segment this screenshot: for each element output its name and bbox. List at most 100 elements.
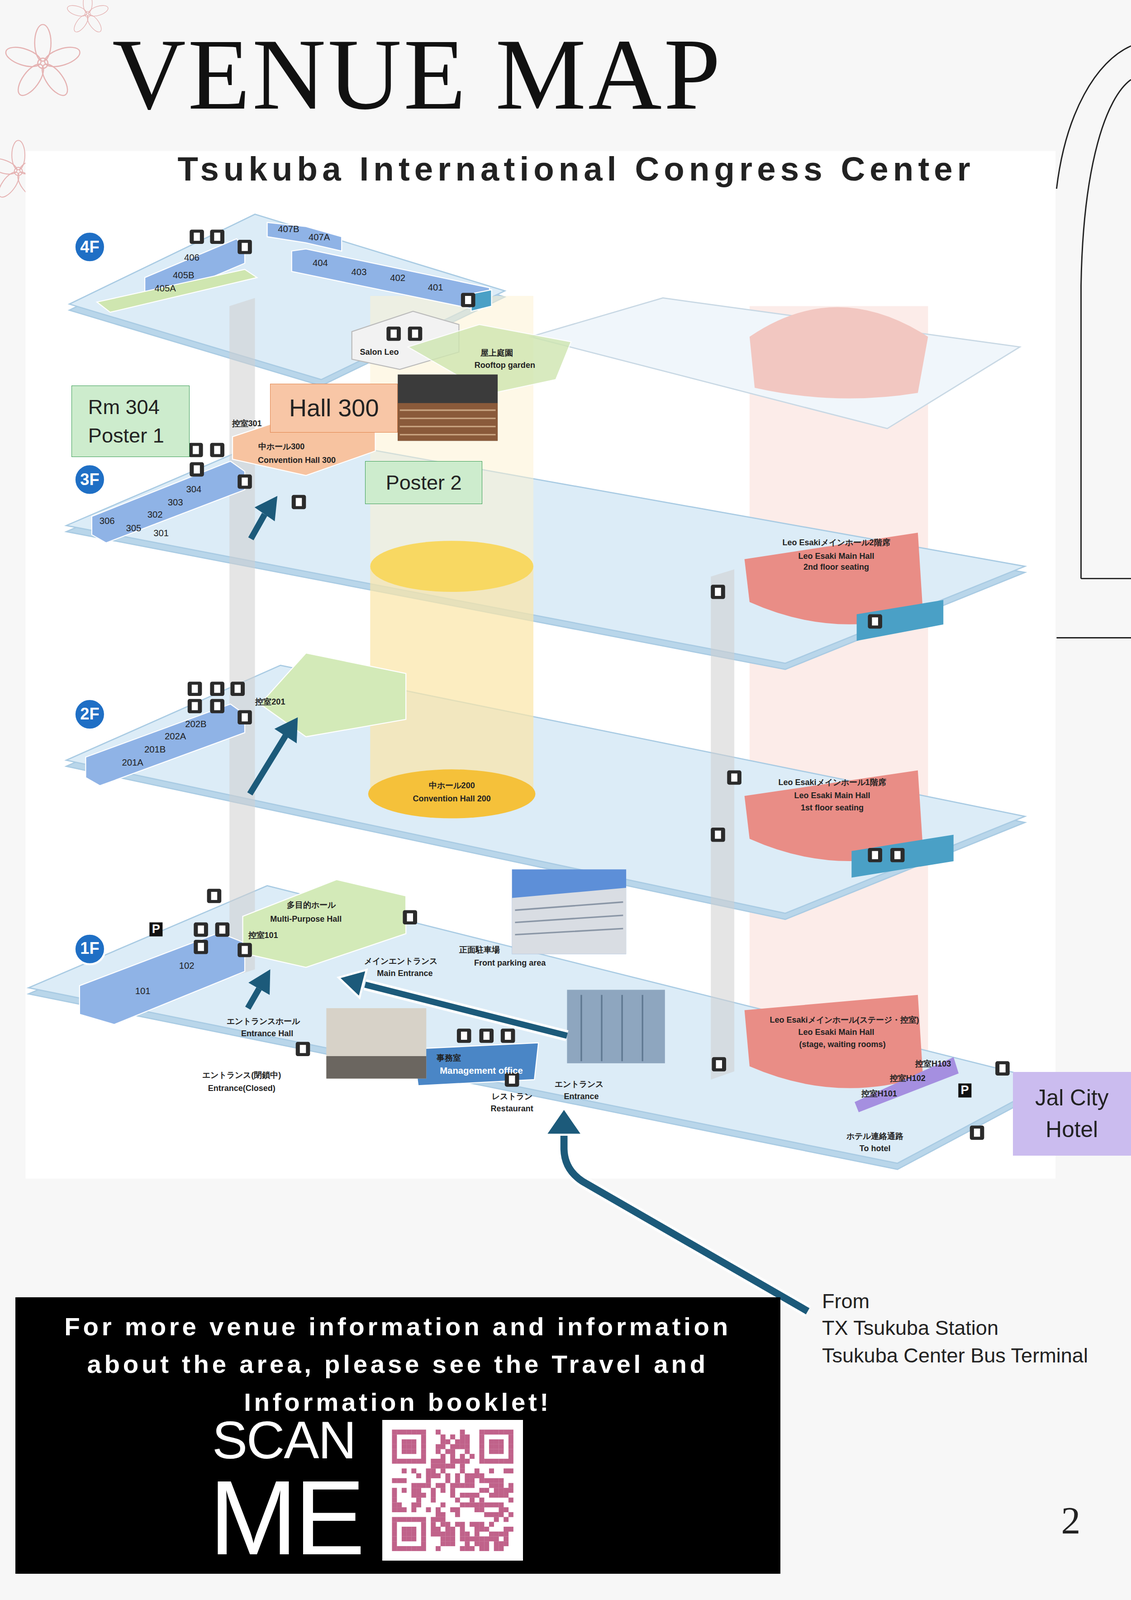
room-number: 303 [167, 497, 184, 509]
facility-icon [969, 1125, 985, 1140]
elevator-shaft [229, 297, 735, 1079]
facility-icon [189, 229, 205, 244]
qr-code [416, 1545, 422, 1551]
map-label: Leo Esakiメインホール1階席 [778, 777, 886, 788]
room-number: 306 [99, 515, 115, 527]
qr-code [460, 1463, 466, 1469]
qr-code [489, 1468, 495, 1474]
qr-code [431, 1526, 437, 1532]
route-note: TX Tsukuba Station [822, 1316, 999, 1340]
qr-code [484, 1526, 490, 1532]
map-label: メインエントランス [364, 955, 438, 966]
facility-icon [386, 326, 401, 342]
qr-code [460, 1453, 466, 1459]
facility-icon [237, 239, 252, 255]
qr-code [411, 1535, 417, 1541]
qr-code [489, 1521, 495, 1527]
facility-icon [187, 698, 203, 714]
qr-code [445, 1526, 451, 1532]
qr-code [479, 1545, 485, 1551]
floor-badge: 3F [80, 470, 100, 489]
qr-code [503, 1506, 509, 1512]
frame-decoration [1056, 636, 1131, 639]
qr-code [440, 1463, 446, 1469]
leo-hall-shape [856, 599, 944, 641]
qr-code [435, 1516, 441, 1522]
qr-code [494, 1439, 499, 1445]
flower-decoration [66, 0, 110, 35]
qr-code [401, 1535, 407, 1541]
qr-code [469, 1545, 475, 1551]
info-panel: For more venue information and informati… [15, 1297, 781, 1574]
qr-code [440, 1482, 446, 1488]
qr-code [392, 1516, 398, 1522]
qr-code [474, 1531, 480, 1537]
qr-code [421, 1545, 427, 1551]
info-text: For more venue information and informati… [35, 1307, 761, 1421]
facility-icon [215, 922, 230, 937]
qr-code [397, 1477, 403, 1483]
qr-code [465, 1545, 471, 1551]
qr-code [460, 1492, 466, 1498]
qr-code [508, 1468, 514, 1474]
facility-icon [871, 617, 879, 626]
map-label: レストラン [491, 1091, 533, 1102]
qr-code [465, 1477, 471, 1483]
qr-code [431, 1521, 437, 1527]
qr-code [411, 1531, 417, 1537]
qr-code [421, 1531, 427, 1537]
room-block [260, 652, 406, 737]
qr-code [508, 1497, 514, 1503]
photo [512, 887, 627, 955]
qr-code [431, 1458, 437, 1464]
qr-code [479, 1497, 485, 1503]
qr-code [484, 1501, 490, 1507]
facility-icon [211, 891, 218, 900]
qr-code [450, 1535, 456, 1541]
photo [512, 869, 627, 954]
qr-code [426, 1473, 432, 1478]
qr-code [431, 1531, 437, 1537]
facility-icon [508, 1075, 516, 1084]
qr-code [445, 1540, 451, 1546]
facility-icon [193, 232, 200, 241]
qr-code [503, 1531, 509, 1537]
hotel-callout: Jal City Hotel [1012, 1071, 1131, 1156]
qr-code [455, 1511, 461, 1517]
callout-text: Poster 2 [385, 468, 462, 497]
flower-decoration [3, 24, 83, 100]
qr-code [401, 1506, 407, 1512]
leo-hall-shape [744, 307, 959, 1112]
room-number: 405A [154, 283, 176, 294]
qr-code [479, 1434, 485, 1440]
qr-code [508, 1482, 514, 1488]
facility-icon [500, 1028, 516, 1043]
route-arrow [564, 1132, 808, 1312]
qr-code [445, 1473, 451, 1478]
facility-icon [412, 329, 419, 338]
qr-code [416, 1516, 422, 1522]
qr-code [392, 1535, 398, 1541]
page-number: 2 [1061, 1498, 1081, 1544]
facility-icon [188, 442, 204, 458]
facility-icon [237, 474, 252, 490]
qr-code [503, 1468, 509, 1474]
route-arrow [338, 969, 367, 998]
qr-code [494, 1487, 499, 1493]
facility-icon [402, 910, 418, 925]
qr-code [411, 1482, 417, 1488]
map-label: 控室201 [255, 697, 286, 707]
qr-code [392, 1434, 398, 1440]
qr-code [406, 1444, 412, 1450]
qr-code [469, 1477, 475, 1483]
room-number: 407A [308, 232, 330, 243]
qr-code [445, 1439, 451, 1445]
qr-code [411, 1501, 417, 1507]
qr-code [474, 1506, 480, 1512]
qr-code [416, 1501, 422, 1507]
qr-code [479, 1526, 485, 1532]
qr-code [498, 1511, 504, 1517]
qr-code [450, 1434, 456, 1440]
facility-icon [237, 710, 252, 725]
qr-code [474, 1468, 480, 1474]
